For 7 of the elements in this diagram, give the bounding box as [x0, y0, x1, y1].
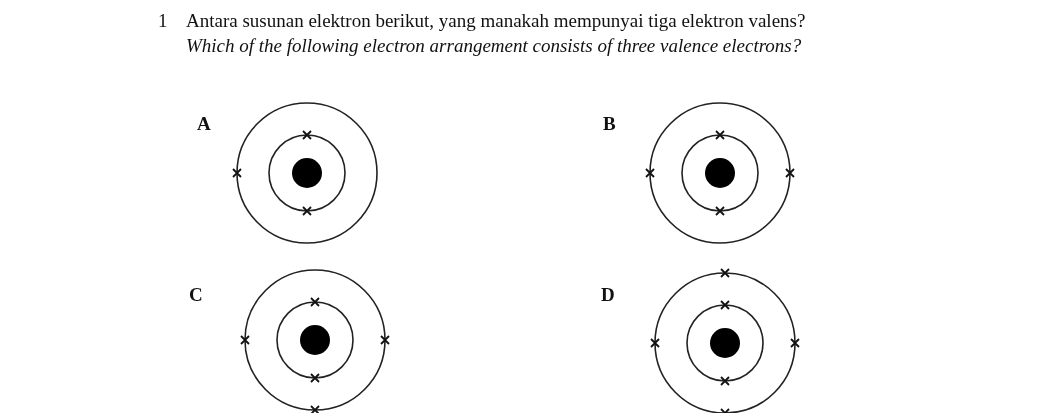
question-text: Antara susunan elektron berikut, yang manakah mempunyai tiga elektron valens?: [186, 10, 806, 32]
question-text: Which of the following electron arrangement consists of three valence electrons?: [186, 35, 802, 57]
option-letter: D: [601, 284, 615, 306]
option-letter: C: [189, 284, 203, 306]
option-letter: A: [197, 113, 211, 135]
question-number: 1: [158, 10, 168, 32]
option-letter: B: [603, 113, 616, 135]
